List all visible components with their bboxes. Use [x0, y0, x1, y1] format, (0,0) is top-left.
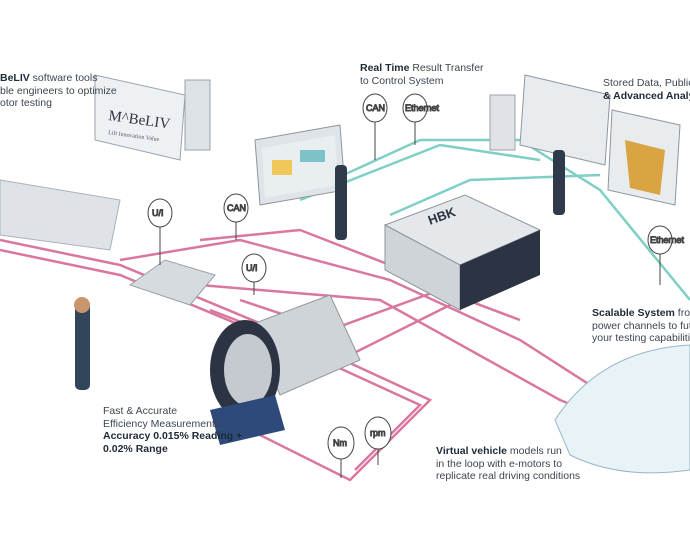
operator	[335, 165, 347, 240]
ui-signal-2: U/I	[241, 253, 267, 295]
e-motor-test-bench	[210, 294, 361, 445]
svg-text:CAN: CAN	[366, 103, 385, 113]
svg-text:U/I: U/I	[152, 208, 164, 218]
stored-data-callout: Stored Data, Public Ec & Advanced Analys…	[603, 77, 690, 102]
accuracy-callout: Fast & Accurate Efficiency Measurements:…	[103, 405, 243, 455]
svg-text:Ethernet: Ethernet	[405, 103, 440, 113]
ethernet-signal-2: Ethernet	[647, 225, 685, 285]
virtual-vehicle-callout: Virtual vehicle models run in the loop w…	[436, 445, 581, 482]
svg-text:U/I: U/I	[246, 263, 258, 273]
engineer	[75, 300, 90, 390]
torque-signal: Nm	[327, 426, 355, 478]
analysis-workstation	[489, 74, 681, 215]
speed-signal: rpm	[364, 416, 392, 465]
scalable-callout: Scalable System from 3 power channels to…	[592, 307, 690, 344]
inverter	[128, 259, 216, 306]
battery-emulator	[0, 179, 121, 251]
mobeliv-workstation: M^BeLIV Lift Innovation Value	[94, 74, 211, 161]
control-workstation	[254, 124, 347, 240]
can-signal-1: CAN	[223, 193, 249, 240]
svg-text:Ethernet: Ethernet	[650, 235, 685, 245]
svg-text:CAN: CAN	[227, 203, 246, 213]
realtime-callout: Real Time Result Transfer to Control Sys…	[360, 62, 484, 87]
hbk-daq-device: HBK	[383, 194, 542, 311]
mobeliv-callout: BeLIV software tools ble engineers to op…	[0, 72, 117, 109]
ui-signal-1: U/I	[147, 198, 173, 265]
svg-text:rpm: rpm	[370, 428, 386, 438]
ethernet-signal-1: Ethernet	[402, 93, 440, 145]
can-signal-2: CAN	[362, 93, 388, 160]
svg-text:Nm: Nm	[333, 438, 347, 448]
virtual-vehicle	[554, 344, 690, 474]
